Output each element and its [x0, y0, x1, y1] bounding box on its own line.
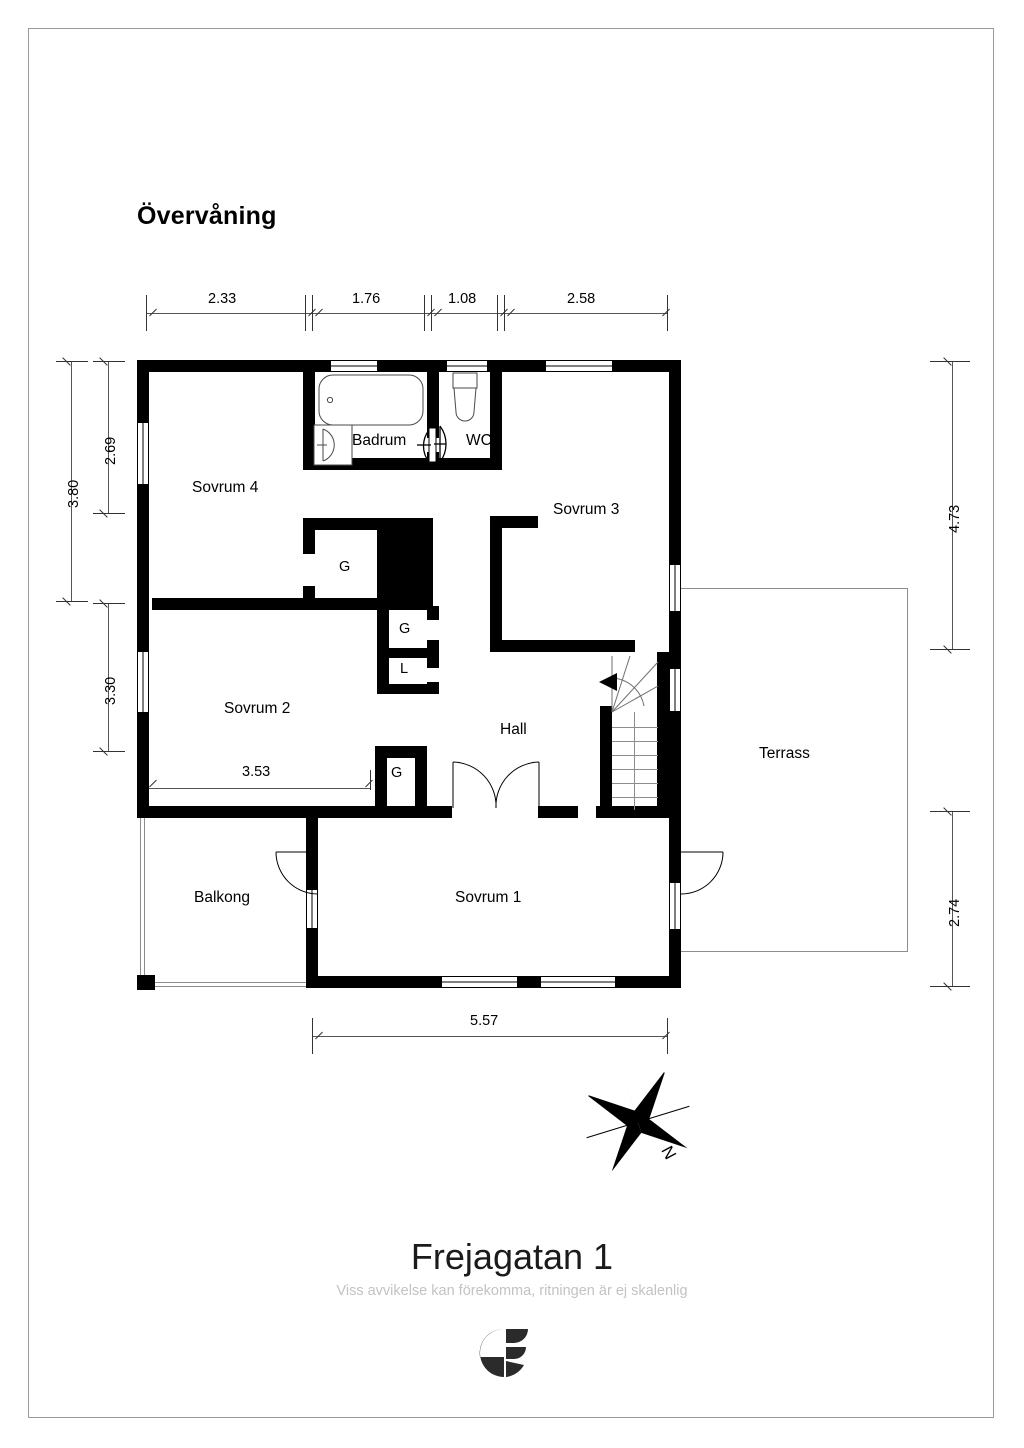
page-title: Övervåning [137, 202, 277, 230]
sink-icon [313, 424, 353, 466]
dim-right-upper: 4.73 [947, 504, 963, 533]
stair-direction-arrow-icon [599, 673, 617, 691]
closet-label-linen: L [400, 661, 409, 677]
dim-left-inner-lower: 3.30 [103, 676, 119, 705]
door-terrass-icon [680, 851, 724, 895]
door-hall-double-icon [452, 761, 540, 809]
dim-top-2: 1.76 [352, 291, 381, 307]
door-wc-icon [434, 425, 447, 463]
door-balkong-icon [275, 851, 319, 895]
address-title: Frejagatan 1 [410, 1236, 614, 1277]
toilet-icon [452, 372, 478, 422]
page-border [28, 28, 994, 1418]
room-label-hall: Hall [500, 721, 527, 738]
compass-rose-icon [586, 1070, 690, 1174]
door-badrum-icon [417, 427, 437, 463]
room-label-terrass: Terrass [759, 745, 810, 762]
dim-top-3: 1.08 [448, 291, 477, 307]
closet-label-mid: G [399, 621, 411, 637]
room-label-badrum: Badrum [352, 432, 407, 449]
dim-top-4: 2.58 [567, 291, 596, 307]
room-label-balkong: Balkong [194, 889, 251, 906]
room-label-sovrum2: Sovrum 2 [224, 700, 291, 717]
closet-label-upper: G [339, 559, 351, 575]
dim-bottom: 5.57 [470, 1013, 499, 1029]
stair-winder-icon [611, 655, 659, 713]
dim-left-inner-upper: 2.69 [103, 436, 119, 465]
svenskfast-logo-icon [479, 1328, 528, 1377]
room-label-wc: WC [466, 432, 492, 449]
dim-right-lower: 2.74 [947, 898, 963, 927]
bathtub-icon [318, 374, 424, 426]
dim-left-outer: 3.80 [66, 479, 82, 508]
room-label-sovrum3: Sovrum 3 [553, 501, 620, 518]
room-label-sovrum1: Sovrum 1 [455, 889, 522, 906]
closet-label-lower: G [391, 765, 403, 781]
dim-top-1: 2.33 [208, 291, 237, 307]
room-label-sovrum4: Sovrum 4 [192, 479, 259, 496]
dim-interior-sovrum2: 3.53 [242, 764, 271, 780]
disclaimer-text: Viss avvikelse kan förekomma, ritningen … [336, 1283, 688, 1299]
